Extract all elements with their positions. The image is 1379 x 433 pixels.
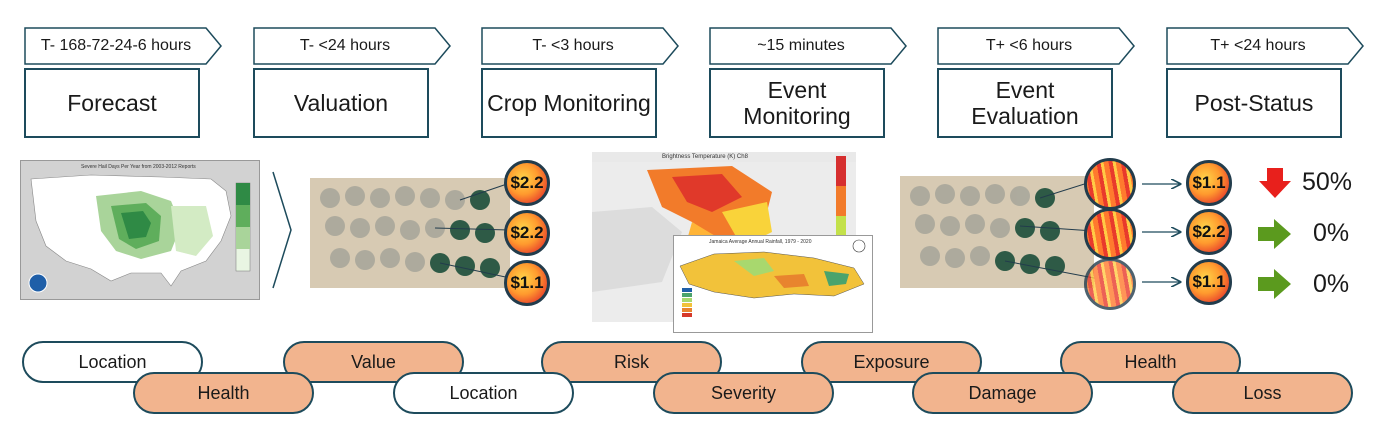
stage-valuation: Valuation xyxy=(253,68,429,138)
chevron-right-icon xyxy=(272,171,292,289)
evaluation-pivots-graphic xyxy=(900,176,1094,288)
arrow-down-icon xyxy=(1259,168,1291,198)
timeline-arrow-evaluation: T+ <6 hours xyxy=(937,27,1135,65)
change-percent: 0% xyxy=(1313,219,1350,247)
evaluation-field-image xyxy=(900,176,1094,288)
valuation-circle: $2.2 xyxy=(504,210,550,256)
evaluation-arrows xyxy=(1142,170,1186,300)
stage-crop-monitoring: Crop Monitoring xyxy=(481,68,657,138)
timeline-label: ~15 minutes xyxy=(757,37,845,54)
valuation-field-image xyxy=(310,178,510,288)
evaluation-circle xyxy=(1084,208,1136,260)
us-map-graphic xyxy=(21,161,259,299)
timeline-label: T- <24 hours xyxy=(299,37,391,54)
arrow-right-icon xyxy=(1258,219,1291,249)
us-hail-map: Severe Hail Days Per Year from 2003-2012… xyxy=(20,160,260,300)
stage-forecast: Forecast xyxy=(24,68,200,138)
valuation-value: $2.2 xyxy=(510,173,544,192)
post-status-circle: $1.1 xyxy=(1186,160,1232,206)
change-percent: 50% xyxy=(1302,168,1353,196)
field-pivots-graphic xyxy=(310,178,510,288)
pill-value: Value xyxy=(283,341,464,383)
timeline-arrow-crop: T- <3 hours xyxy=(481,27,679,65)
post-status-value: $1.1 xyxy=(1192,173,1226,192)
change-percent: 0% xyxy=(1313,270,1350,298)
timeline-label: T- 168-72-24-6 hours xyxy=(40,37,192,54)
stage-post-status: Post-Status xyxy=(1166,68,1342,138)
valuation-circle: $1.1 xyxy=(504,260,550,306)
pill-health: Health xyxy=(133,372,314,414)
pill-damage: Damage xyxy=(912,372,1093,414)
post-status-value: $1.1 xyxy=(1192,272,1226,291)
evaluation-circle xyxy=(1084,258,1136,310)
stage-event-evaluation: Event Evaluation xyxy=(937,68,1113,138)
timeline-arrow-forecast: T- 168-72-24-6 hours xyxy=(24,27,222,65)
pill-loss: Loss xyxy=(1172,372,1353,414)
jamaica-rainfall-map: Jamaica Average Annual Rainfall, 1979 - … xyxy=(673,235,873,333)
pill-severity: Severity xyxy=(653,372,834,414)
timeline-arrow-post: T+ <24 hours xyxy=(1166,27,1364,65)
arrow-right-icon xyxy=(1258,269,1291,299)
evaluation-circle xyxy=(1084,158,1136,210)
timeline-label: T- <3 hours xyxy=(532,37,614,54)
pill-location: Location xyxy=(393,372,574,414)
post-status-value: $2.2 xyxy=(1192,222,1226,241)
timeline-arrow-valuation: T- <24 hours xyxy=(253,27,451,65)
timeline-label: T+ <6 hours xyxy=(985,37,1073,54)
valuation-circle: $2.2 xyxy=(504,160,550,206)
post-status-circle: $1.1 xyxy=(1186,259,1232,305)
jamaica-map-graphic xyxy=(679,239,866,317)
valuation-value: $1.1 xyxy=(510,273,544,292)
jamaica-map-title: Jamaica Average Annual Rainfall, 1979 - … xyxy=(709,239,812,245)
post-status-circle: $2.2 xyxy=(1186,209,1232,255)
us-map-title: Severe Hail Days Per Year from 2003-2012… xyxy=(81,164,196,170)
timeline-arrow-event: ~15 minutes xyxy=(709,27,907,65)
brightness-map-title: Brightness Temperature (K) Ch8 xyxy=(662,154,748,160)
valuation-value: $2.2 xyxy=(510,223,544,242)
stage-event-monitoring: Event Monitoring xyxy=(709,68,885,138)
timeline-label: T+ <24 hours xyxy=(1210,37,1306,54)
